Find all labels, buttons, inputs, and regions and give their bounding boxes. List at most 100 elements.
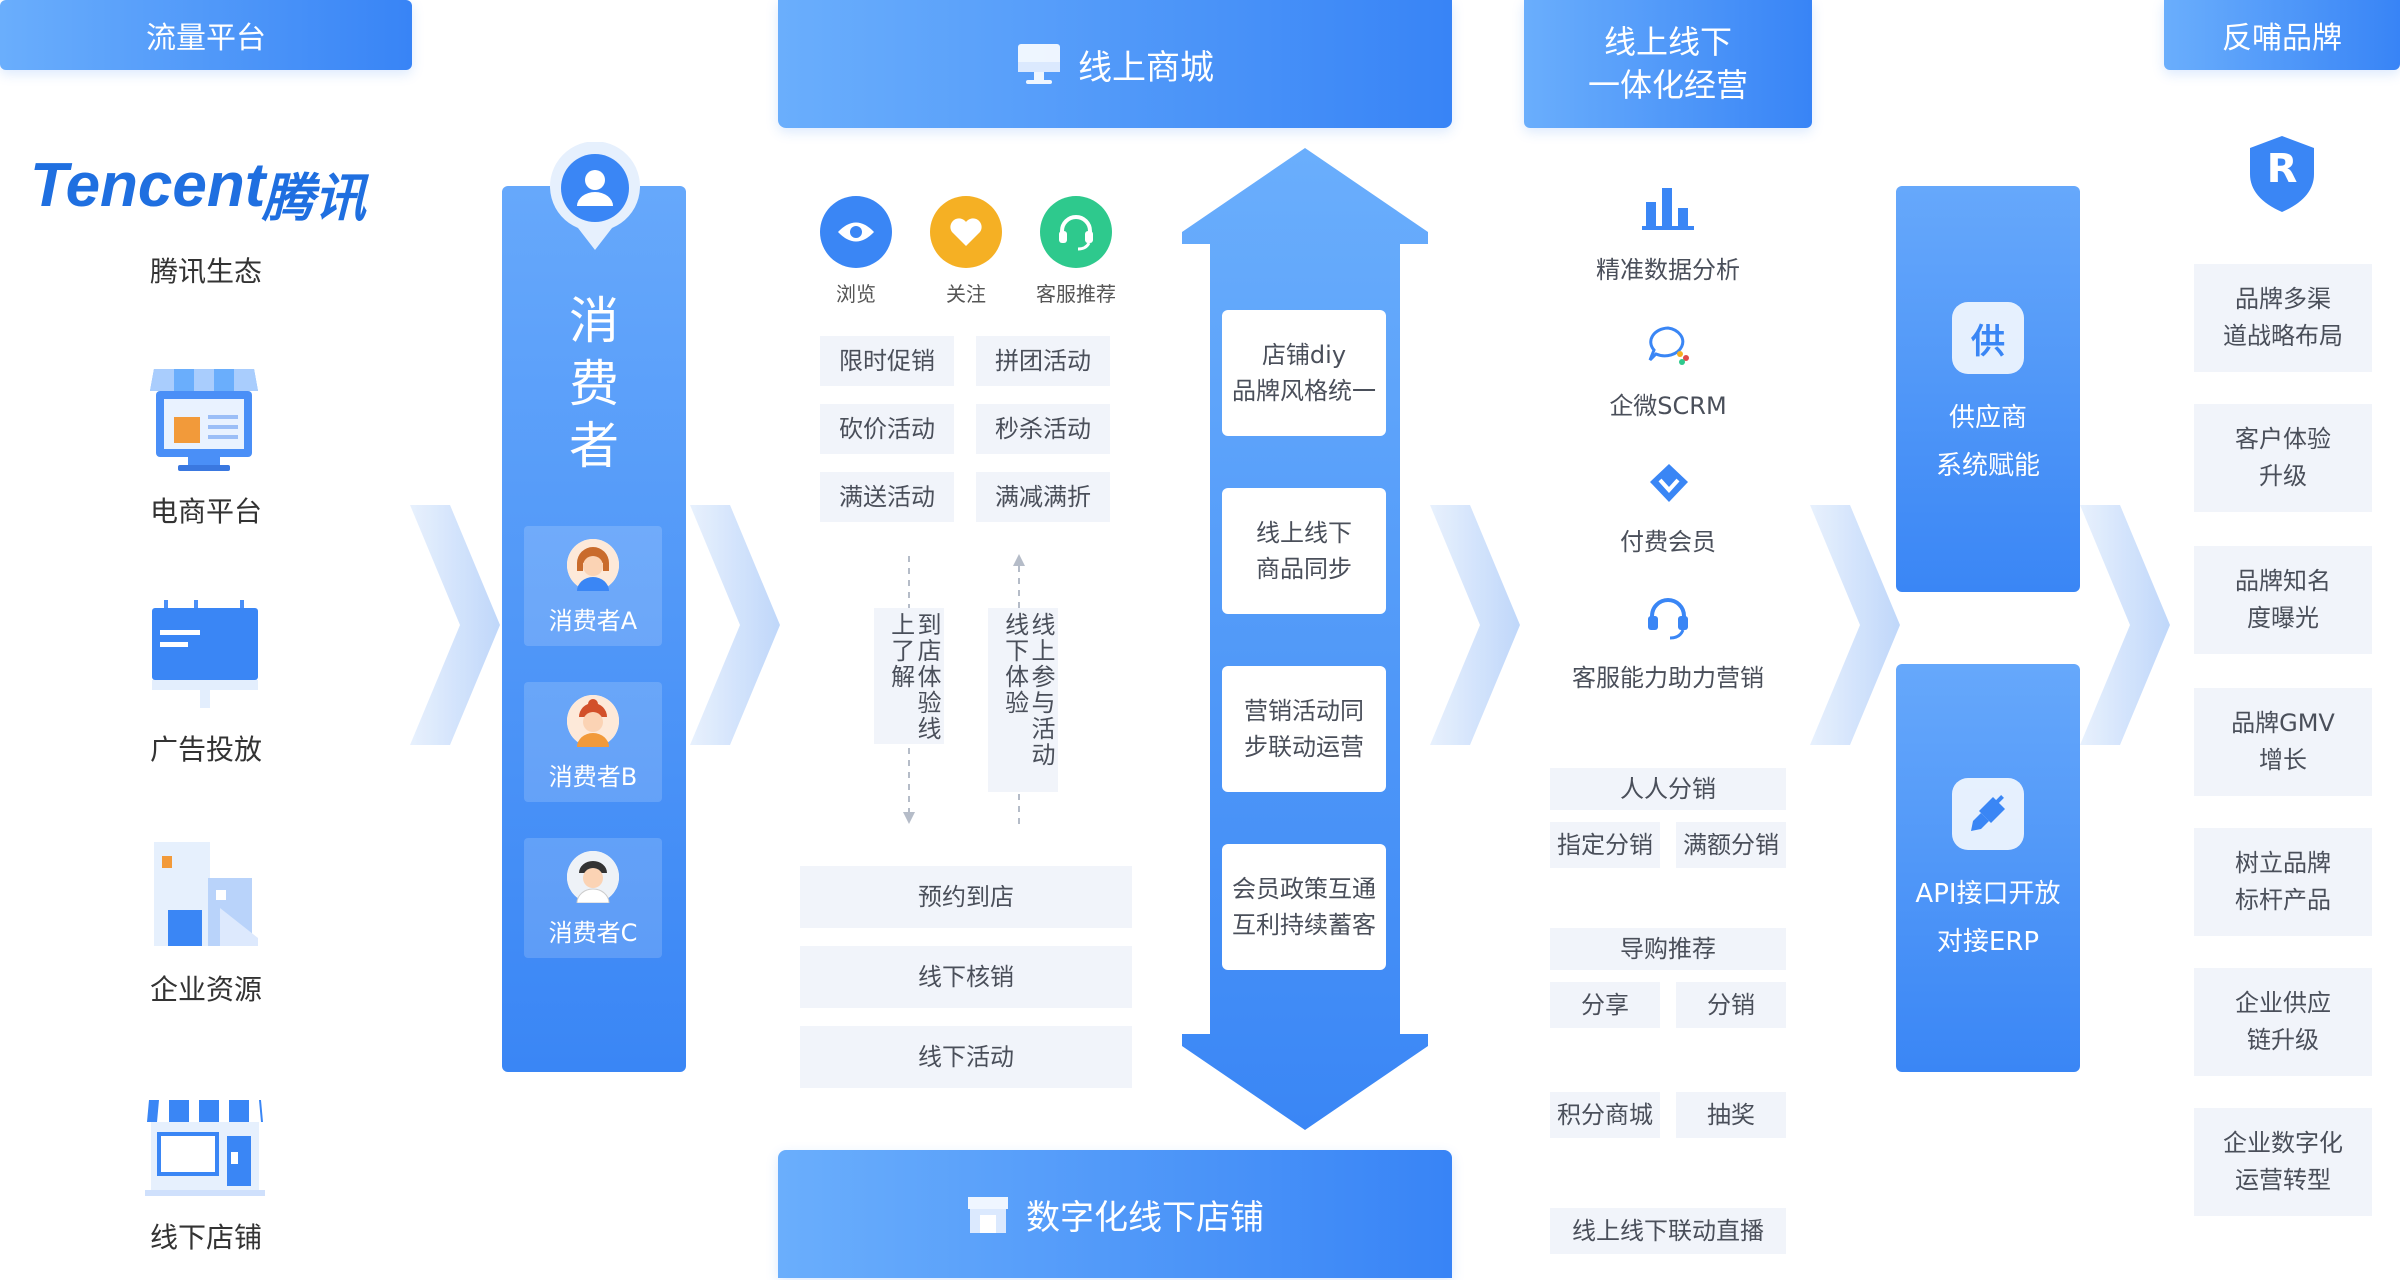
guide-item[interactable]: 分享 [1550, 982, 1660, 1028]
flow-down-box [874, 608, 944, 744]
brand-item[interactable]: 品牌多渠 道战略布局 [2194, 264, 2372, 372]
api-line1: API接口开放 [1915, 879, 2061, 909]
consumer-a-label: 消费者A [548, 607, 638, 635]
consumer-title-char-1: 消 [569, 292, 619, 350]
eye-icon[interactable] [820, 196, 892, 268]
consumer-card-a[interactable]: 消费者A [524, 526, 662, 646]
traffic-item-shop-label: 线下店铺 [149, 1221, 262, 1254]
offline-action[interactable]: 线下活动 [800, 1026, 1132, 1088]
api-line2: 对接ERP [1936, 927, 2040, 958]
flow-up-text: 线上参与活动线下体验 [1000, 612, 1055, 768]
supplier-panel[interactable] [1896, 186, 2080, 592]
consumer-title-char-2: 费 [569, 354, 619, 413]
api-text: API接口开放 对接ERP [1896, 870, 2080, 966]
extra-item[interactable]: 积分商城 [1550, 1092, 1660, 1138]
arrow-card-2[interactable]: 线上线下 商品同步 [1222, 488, 1386, 614]
promo-tag[interactable]: 限时促销 [820, 336, 954, 386]
consumer-panel [502, 186, 686, 1072]
traffic-header-label: 流量平台 [146, 21, 266, 56]
promo-tag[interactable]: 砍价活动 [820, 404, 954, 454]
consumer-card-b[interactable]: 消费者B [524, 682, 662, 802]
brand-item[interactable]: 品牌GMV 增长 [2194, 688, 2372, 796]
offline-action[interactable]: 预约到店 [800, 866, 1132, 928]
promo-tag[interactable]: 满送活动 [820, 472, 954, 522]
offline-store-header: 数字化线下店铺 [778, 1150, 1452, 1278]
consumer-c-label: 消费者C [548, 919, 638, 947]
user-pin-icon [548, 141, 642, 252]
flow-up-arrow [1013, 554, 1025, 824]
tencent-logo: Tencent 腾讯 [30, 150, 390, 229]
o2o-header-line1: 线上线下 [1603, 22, 1732, 61]
o2o-header: 线上线下 一体化经营 [1524, 0, 1812, 128]
brand-item-line2: 升级 [2259, 462, 2307, 490]
flow-down-text: 到店体验线上了解 [886, 612, 941, 742]
avatar [567, 851, 619, 903]
consumer-b-label: 消费者B [548, 763, 638, 791]
consumer-title: 消 费 者 [502, 290, 686, 478]
arrow-card-3[interactable]: 营销活动同 步联动运营 [1222, 666, 1386, 792]
brand-item-line2: 增长 [2259, 746, 2307, 774]
billboard-icon [150, 600, 260, 712]
arrow-card-3-line1: 营销活动同 [1244, 697, 1364, 725]
feature-scrm-label: 企微SCRM [1609, 392, 1727, 420]
promo-tag[interactable]: 秒杀活动 [976, 404, 1110, 454]
flow-chevron-5 [2080, 505, 2170, 745]
brand-item[interactable]: 企业数字化 运营转型 [2194, 1108, 2372, 1216]
supplier-line2: 系统赋能 [1935, 451, 2040, 482]
arrow-card-4-line2: 互利持续蓄客 [1232, 911, 1376, 939]
flow-up-box [988, 608, 1058, 792]
brand-item[interactable]: 企业供应 链升级 [2194, 968, 2372, 1076]
heart-icon[interactable] [930, 196, 1002, 268]
consumer-card-c[interactable]: 消费者C [524, 838, 662, 958]
feature-service-label: 客服能力助力营销 [1572, 664, 1764, 692]
supplier-text: 供应商 系统赋能 [1896, 394, 2080, 490]
brand-item-line1: 品牌知名 [2235, 566, 2331, 595]
service-recommend-label: 客服推荐 [1036, 282, 1116, 306]
flow-chevron-4 [1810, 505, 1900, 745]
api-panel[interactable] [1896, 664, 2080, 1072]
arrow-card-4[interactable]: 会员政策互通 互利持续蓄客 [1222, 844, 1386, 970]
monitor-icon [1018, 44, 1060, 84]
brand-item-line1: 品牌GMV [2231, 708, 2335, 737]
distribution-title[interactable]: 人人分销 [1550, 768, 1786, 810]
supplier-icon-text: 供 [1971, 321, 2005, 362]
supplier-line1: 供应商 [1948, 403, 2027, 433]
flow-chevron-2 [690, 505, 780, 745]
tencent-logo-chinese: 腾讯 [262, 169, 367, 229]
brand-item[interactable]: 品牌知名 度曝光 [2194, 546, 2372, 654]
flow-chevron-1 [410, 505, 500, 745]
flow-chevron-3 [1430, 505, 1520, 745]
brand-item-line2: 运营转型 [2235, 1166, 2331, 1194]
promo-tag[interactable]: 拼团活动 [976, 336, 1110, 386]
traffic-item-enterprise-label: 企业资源 [149, 973, 262, 1006]
mall-header-label: 线上商城 [1078, 47, 1214, 88]
guide-title[interactable]: 导购推荐 [1550, 928, 1786, 970]
brand-item[interactable]: 树立品牌 标杆产品 [2194, 828, 2372, 936]
brand-item[interactable]: 客户体验 升级 [2194, 404, 2372, 512]
offline-action[interactable]: 线下核销 [800, 946, 1132, 1008]
arrow-card-1[interactable]: 店铺diy 品牌风格统一 [1222, 310, 1386, 436]
brand-item-line2: 标杆产品 [2235, 886, 2331, 914]
arrow-card-3-line2: 步联动运营 [1244, 733, 1364, 761]
plug-icon [1952, 778, 2024, 850]
promo-tag[interactable]: 满减满折 [976, 472, 1110, 522]
headset-icon[interactable] [1040, 196, 1112, 268]
supplier-icon: 供 [1952, 302, 2024, 374]
traffic-item-tencent-label: 腾讯生态 [149, 255, 262, 288]
guide-item[interactable]: 分销 [1676, 982, 1786, 1028]
live-item[interactable]: 线上线下联动直播 [1550, 1208, 1786, 1254]
brand-item-line2: 道战略布局 [2223, 322, 2343, 350]
feature-data-label: 精准数据分析 [1596, 256, 1740, 284]
distribution-item[interactable]: 指定分销 [1550, 822, 1660, 868]
arrow-card-2-line2: 商品同步 [1256, 555, 1352, 583]
storefront-icon [148, 365, 260, 473]
brand-header-label: 反哺品牌 [2222, 21, 2342, 56]
brand-item-line1: 企业数字化 [2223, 1128, 2343, 1157]
distribution-item[interactable]: 满额分销 [1676, 822, 1786, 868]
brand-item-line1: 企业供应 [2235, 988, 2331, 1017]
arrow-card-2-line1: 线上线下 [1256, 519, 1352, 547]
traffic-header: 流量平台 [0, 0, 412, 70]
extra-item[interactable]: 抽奖 [1676, 1092, 1786, 1138]
brand-header: 反哺品牌 [2164, 0, 2400, 70]
traffic-item-ads-label: 广告投放 [149, 733, 262, 766]
